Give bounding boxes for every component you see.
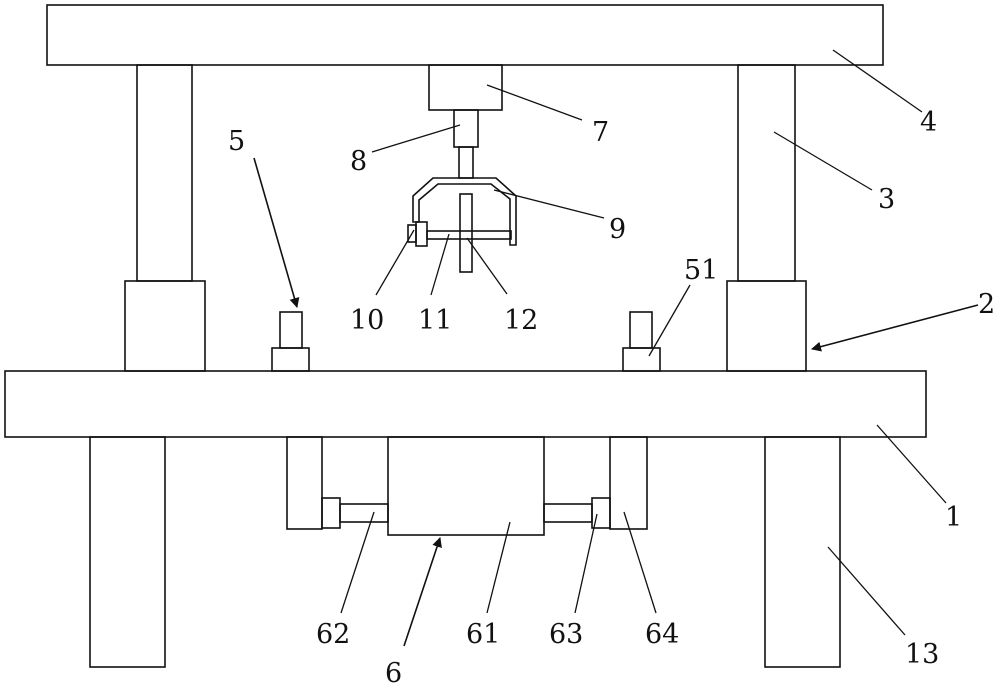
leader-61: [486, 521, 511, 614]
right-leg: [764, 436, 841, 668]
label-10: 10: [350, 305, 384, 336]
top-plate: [46, 4, 884, 66]
leader-8: [371, 124, 461, 153]
leader-12: [466, 237, 508, 295]
label-1: 1: [945, 502, 962, 533]
right-rod: [543, 503, 593, 523]
piston-rod-upper: [453, 109, 479, 148]
arrow-6: [403, 537, 442, 647]
label-64: 64: [645, 619, 679, 650]
leader-9: [493, 189, 605, 219]
label-7: 7: [592, 117, 609, 148]
piston-rod-lower: [458, 146, 474, 179]
bracket: [412, 177, 517, 246]
label-2: 2: [978, 289, 995, 320]
label-13: 13: [905, 639, 939, 670]
upper-cylinder: [428, 64, 503, 111]
left-pin-seat: [271, 347, 310, 372]
center-block: [387, 436, 545, 536]
screw-rod: [426, 230, 512, 240]
leader-1: [876, 424, 947, 504]
label-63: 63: [549, 619, 583, 650]
right-pin: [629, 311, 653, 349]
label-11: 11: [418, 305, 452, 336]
label-5: 5: [228, 126, 245, 157]
label-12: 12: [504, 305, 538, 336]
label-4: 4: [920, 107, 937, 138]
label-51: 51: [684, 255, 718, 286]
left-column: [136, 64, 193, 282]
leader-11: [430, 233, 450, 296]
label-8: 8: [350, 146, 367, 177]
leader-63: [574, 513, 598, 614]
left-pin: [279, 311, 303, 349]
arrow-2: [811, 304, 979, 352]
left-support-block: [124, 280, 206, 372]
right-pin-seat: [622, 347, 661, 372]
label-61: 61: [466, 619, 500, 650]
base-plate: [4, 370, 927, 438]
arrow-5: [253, 157, 300, 308]
leader-64: [623, 511, 657, 614]
disc: [459, 193, 473, 273]
leader-4: [832, 49, 923, 113]
right-cylinder: [609, 436, 648, 530]
left-rod: [339, 503, 389, 523]
label-3: 3: [878, 184, 895, 215]
right-column: [737, 64, 796, 282]
leader-13: [827, 546, 906, 636]
right-support-block: [726, 280, 807, 372]
leader-51: [648, 284, 691, 357]
label-9: 9: [609, 214, 626, 245]
leader-7: [486, 84, 583, 121]
leader-10: [375, 229, 415, 296]
label-6: 6: [385, 658, 402, 688]
left-leg: [89, 436, 166, 668]
label-62: 62: [316, 619, 350, 650]
left-rod-end: [321, 497, 341, 529]
left-cylinder: [286, 436, 323, 530]
leader-3: [773, 131, 873, 191]
side-block: [415, 221, 428, 247]
leader-62: [340, 511, 375, 614]
